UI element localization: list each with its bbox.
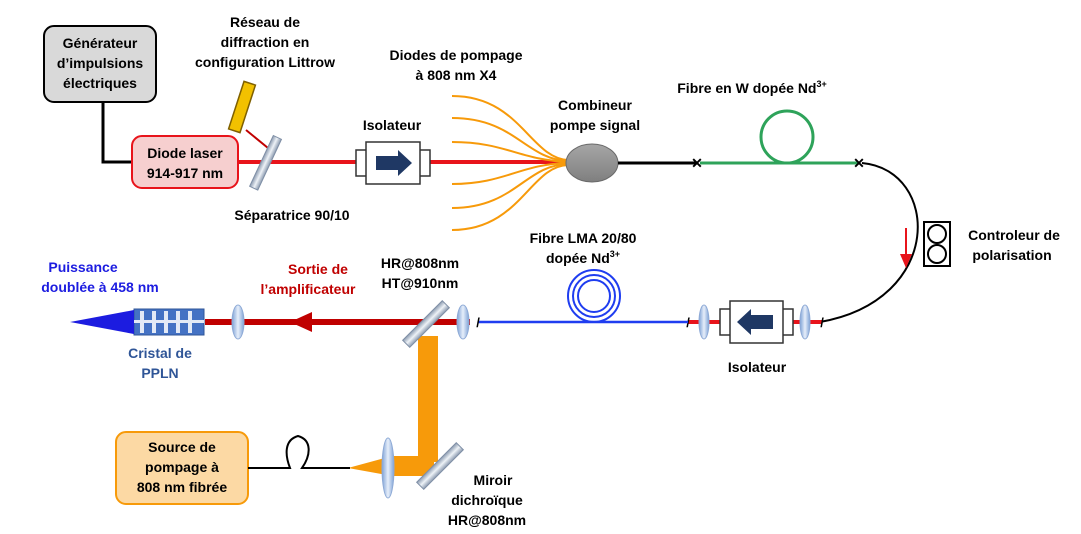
pump-diodes-label-2: à 808 nm X4 bbox=[416, 67, 497, 83]
lma-coil-3 bbox=[577, 279, 611, 313]
lens-isolator-left bbox=[698, 304, 710, 340]
return-fiber bbox=[819, 162, 919, 323]
lma-fiber-label-1: Fibre LMA 20/80 bbox=[530, 230, 637, 246]
polarization-label-1: Controleur de bbox=[968, 227, 1060, 243]
generator-label-2: d’impulsions bbox=[57, 55, 144, 71]
beam-splitter bbox=[248, 134, 283, 191]
splice-4: / bbox=[686, 315, 690, 330]
polarization-arrow-head bbox=[900, 254, 912, 268]
crystal-label-1: Cristal de bbox=[128, 345, 192, 361]
isolator-bottom-arrow bbox=[737, 309, 773, 335]
output-arrow-head bbox=[290, 312, 312, 332]
pump-fibers bbox=[451, 95, 569, 231]
generator-label-3: électriques bbox=[63, 75, 137, 91]
hr-ht-label-1: HR@808nm bbox=[381, 255, 459, 271]
lens-pump bbox=[381, 437, 395, 499]
dichroic-label-3: HR@808nm bbox=[448, 512, 526, 528]
splice-1: ✕ bbox=[691, 155, 703, 171]
hr-ht-label-2: HT@910nm bbox=[382, 275, 459, 291]
dichroic-label-2: dichroïque bbox=[451, 492, 523, 508]
generator-box bbox=[43, 25, 157, 103]
generator-label-1: Générateur bbox=[63, 35, 138, 51]
grating-beam bbox=[245, 129, 269, 149]
pump-source-fiber bbox=[248, 434, 350, 469]
doubled-power-label-2: doublée à 458 nm bbox=[41, 279, 158, 295]
doubled-beam bbox=[70, 310, 134, 334]
lma-coil-2 bbox=[572, 274, 616, 318]
splitter-label: Séparatrice 90/10 bbox=[234, 207, 349, 223]
pump-beam-vertical bbox=[418, 336, 438, 462]
isolator-bottom-label: Isolateur bbox=[728, 359, 787, 375]
isolator-top-arrow bbox=[376, 150, 412, 176]
laser-diode-label-1: Diode laser bbox=[147, 145, 223, 161]
laser-diode-label-2: 914-917 nm bbox=[147, 165, 223, 181]
pump-signal-combiner bbox=[565, 143, 619, 183]
pump-source-label-3: 808 nm fibrée bbox=[137, 479, 227, 495]
lens-isolator-right bbox=[799, 304, 811, 340]
polarization-label-2: polarisation bbox=[972, 247, 1051, 263]
combiner-label-2: pompe signal bbox=[550, 117, 640, 133]
crystal-label-2: PPLN bbox=[141, 365, 178, 381]
lens-mirror bbox=[456, 304, 470, 340]
splice-3: / bbox=[820, 315, 824, 330]
w-fiber-label: Fibre en W dopée Nd3+ bbox=[677, 79, 827, 96]
lens-crystal bbox=[231, 304, 245, 340]
dichroic-mirror bbox=[415, 441, 465, 491]
diffraction-grating bbox=[227, 80, 257, 134]
pump-source-label-2: pompage à bbox=[145, 459, 219, 475]
pump-source-label-1: Source de bbox=[148, 439, 216, 455]
grating-label-2: diffraction en bbox=[221, 34, 310, 50]
polarization-loop-2 bbox=[927, 244, 947, 264]
hr-ht-mirror bbox=[401, 299, 451, 349]
polarization-loop-1 bbox=[927, 224, 947, 244]
w-fiber-coil bbox=[759, 109, 815, 165]
pump-diodes-label-1: Diodes de pompage bbox=[389, 47, 522, 63]
ppln-domains bbox=[134, 311, 204, 333]
lma-coil-1 bbox=[567, 269, 621, 323]
isolator-top-label: Isolateur bbox=[363, 117, 422, 133]
grating-label-1: Réseau de bbox=[230, 14, 300, 30]
combiner-label-1: Combineur bbox=[558, 97, 632, 113]
amp-output-label-2: l’amplificateur bbox=[261, 281, 356, 297]
doubled-power-label-1: Puissance bbox=[48, 259, 117, 275]
electrical-wire bbox=[101, 102, 132, 164]
grating-label-3: configuration Littrow bbox=[195, 54, 335, 70]
amp-output-label-1: Sortie de bbox=[288, 261, 348, 277]
dichroic-label-1: Miroir bbox=[474, 472, 513, 488]
splice-5: / bbox=[476, 315, 480, 330]
splice-2: ✕ bbox=[853, 155, 865, 171]
lma-fiber-label-2: dopée Nd3+ bbox=[546, 249, 620, 266]
